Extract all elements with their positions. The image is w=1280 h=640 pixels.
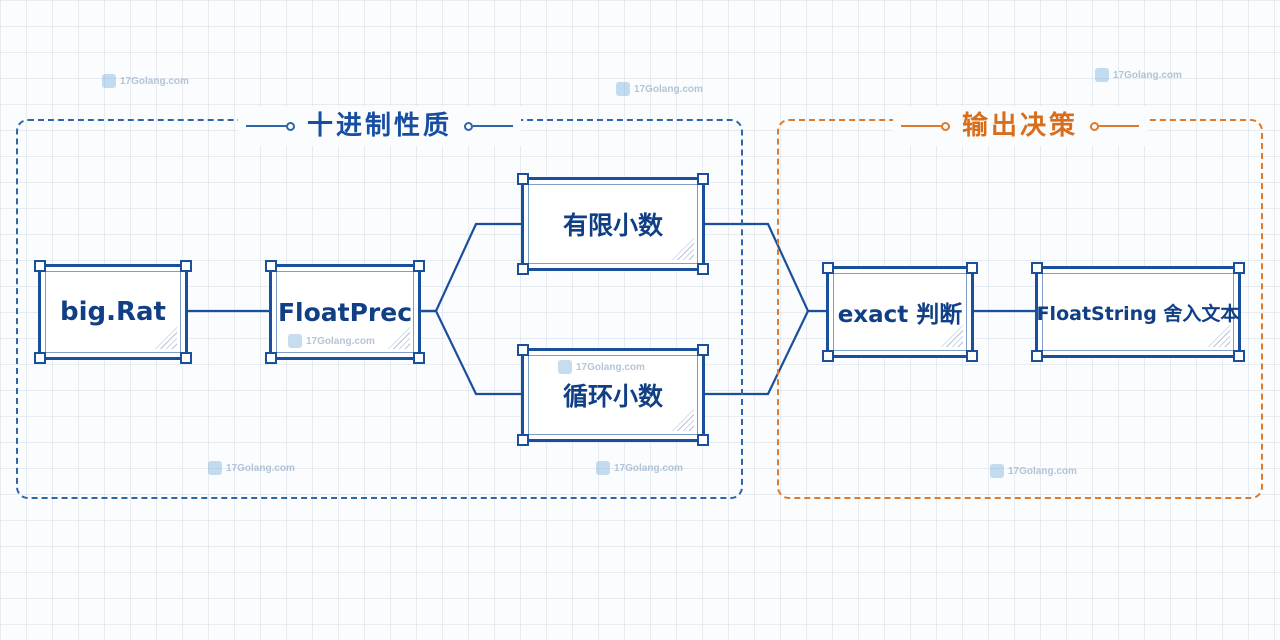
edge-cycle-exact — [705, 310, 809, 396]
node-big-rat[interactable]: big.Rat — [34, 260, 192, 364]
watermark: 17Golang.com — [990, 464, 1077, 478]
title-dash-left — [900, 125, 941, 127]
node-exact-check[interactable]: exact 判断 — [822, 262, 978, 362]
title-dot-left — [940, 121, 950, 131]
node-finite-decimal[interactable]: 有限小数 — [517, 173, 709, 275]
watermark-logo-icon — [558, 360, 572, 374]
group-output-decision: 输出决策 — [777, 106, 1263, 499]
node-float-prec[interactable]: FloatPrec — [265, 260, 425, 364]
title-dash-right — [473, 125, 513, 127]
node-label: FloatPrec — [277, 297, 413, 327]
title-dot-left — [285, 121, 295, 131]
watermark: 17Golang.com — [616, 82, 703, 96]
watermark-logo-icon — [990, 464, 1004, 478]
node-floatstring-rounded-text[interactable]: FloatString 舍入文本 — [1031, 262, 1245, 362]
node-label: 有限小数 — [562, 211, 663, 240]
node-repeating-decimal[interactable]: 循环小数 — [517, 344, 709, 446]
node-label: big.Rat — [59, 297, 166, 327]
group-title-output-decision: 输出决策 — [961, 111, 1078, 141]
node-label: 循环小数 — [562, 382, 663, 411]
node-label: exact 判断 — [837, 302, 963, 328]
edge-finite-exact — [705, 222, 826, 313]
edge-prec-cycle — [421, 309, 521, 396]
watermark: 17Golang.com — [1095, 68, 1182, 82]
watermark-logo-icon — [1095, 68, 1109, 82]
watermark-logo-icon — [288, 334, 302, 348]
watermark-logo-icon — [102, 74, 116, 88]
node-label: FloatString 舍入文本 — [1036, 302, 1240, 325]
group-decimal-properties: 十进制性质 — [16, 106, 743, 499]
watermark-logo-icon — [616, 82, 630, 96]
title-dot-right — [464, 121, 473, 131]
watermark-logo-icon — [208, 461, 222, 475]
watermark: 17Golang.com — [596, 461, 683, 475]
watermark: 17Golang.com — [288, 334, 375, 348]
watermark: 17Golang.com — [102, 74, 189, 88]
title-dash-left — [245, 125, 286, 127]
watermark: 17Golang.com — [208, 461, 295, 475]
title-dash-right — [1099, 125, 1139, 127]
title-dot-right — [1090, 121, 1099, 131]
watermark: 17Golang.com — [558, 360, 645, 374]
group-title-decimal-properties: 十进制性质 — [306, 111, 452, 141]
watermark-logo-icon — [596, 461, 610, 475]
